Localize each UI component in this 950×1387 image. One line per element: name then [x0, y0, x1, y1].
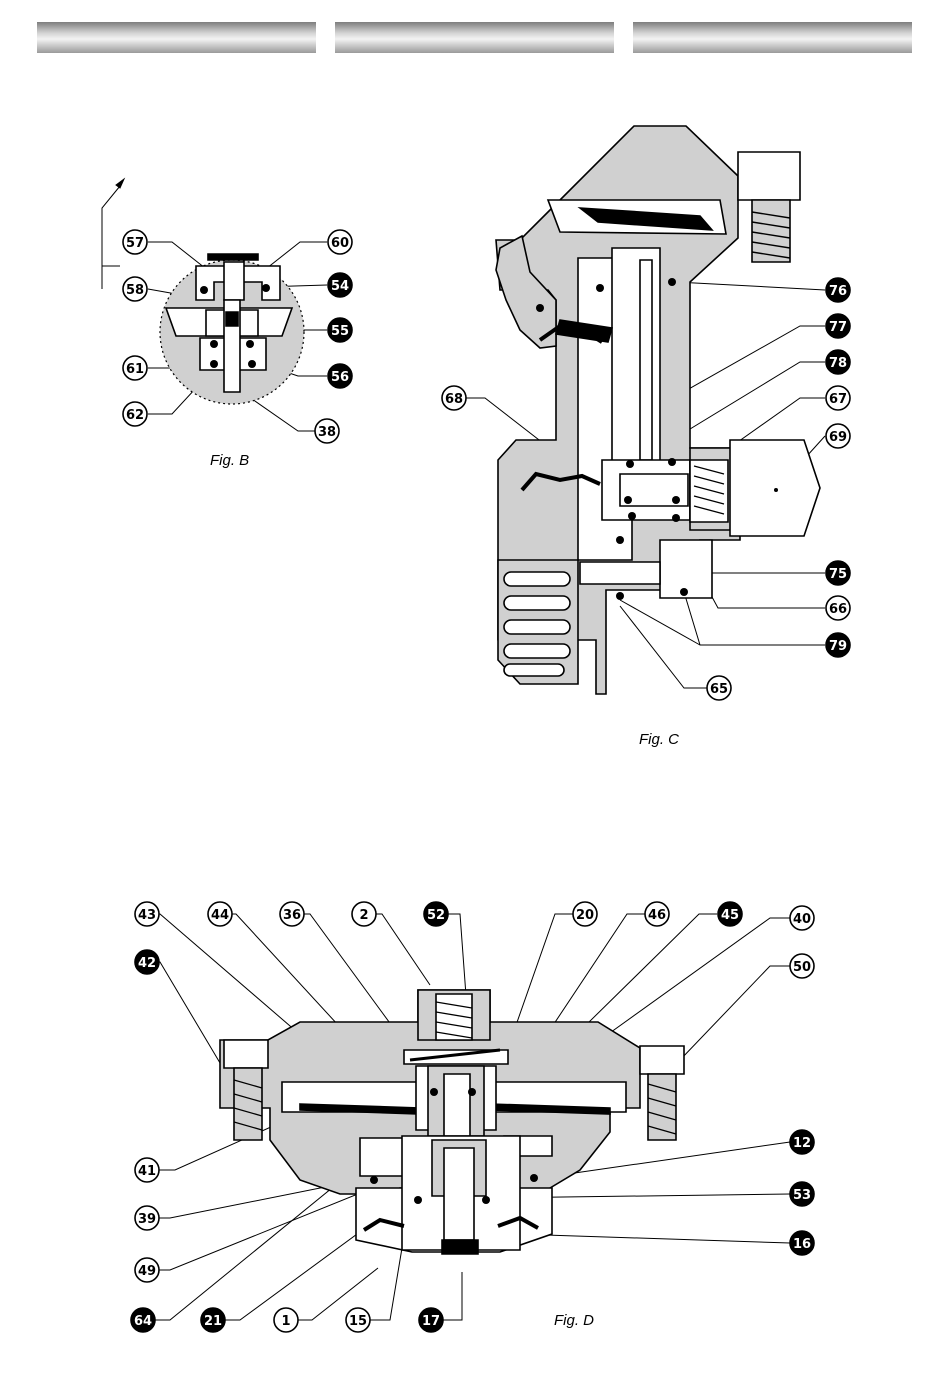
callout-42: 42 — [135, 950, 159, 974]
callout-1-label: 1 — [281, 1314, 290, 1329]
callout-40: 40 — [790, 906, 814, 930]
callout-67: 67 — [826, 386, 850, 410]
figure-d-caption: Fig. D — [554, 1312, 594, 1329]
callout-46-label: 46 — [648, 908, 666, 923]
callout-20-label: 20 — [576, 908, 594, 923]
callout-38-label: 38 — [318, 425, 336, 440]
callout-1: 1 — [274, 1308, 298, 1332]
callout-44: 44 — [208, 902, 232, 926]
callout-75-label: 75 — [829, 567, 847, 582]
callout-58-label: 58 — [126, 283, 144, 298]
callout-45: 45 — [718, 902, 742, 926]
callout-55-label: 55 — [331, 324, 349, 339]
figure-b-drawing — [160, 254, 304, 404]
callout-61: 61 — [123, 356, 147, 380]
callout-16-label: 16 — [793, 1237, 811, 1252]
callout-41: 41 — [135, 1158, 159, 1182]
callout-36: 36 — [280, 902, 304, 926]
callout-61-label: 61 — [126, 362, 144, 377]
callout-58: 58 — [123, 277, 147, 301]
callout-52: 52 — [424, 902, 448, 926]
callout-43-label: 43 — [138, 908, 156, 923]
callout-53-label: 53 — [793, 1188, 811, 1203]
callout-21-label: 21 — [204, 1314, 222, 1329]
callout-78-label: 78 — [829, 356, 847, 371]
callout-77: 77 — [826, 314, 850, 338]
callout-39-label: 39 — [138, 1212, 156, 1227]
callout-20: 20 — [573, 902, 597, 926]
callout-79: 79 — [826, 633, 850, 657]
callout-64-label: 64 — [134, 1314, 152, 1329]
callout-2: 2 — [352, 902, 376, 926]
callout-38: 38 — [315, 419, 339, 443]
callout-66-label: 66 — [829, 602, 847, 617]
callout-57-label: 57 — [126, 236, 144, 251]
callout-78: 78 — [826, 350, 850, 374]
callout-56: 56 — [328, 364, 352, 388]
callout-39: 39 — [135, 1206, 159, 1230]
figure-c-drawing — [496, 126, 820, 694]
callout-42-label: 42 — [138, 956, 156, 971]
callout-77-label: 77 — [829, 320, 847, 335]
callout-17-label: 17 — [422, 1314, 440, 1329]
figure-c-caption: Fig. C — [639, 731, 679, 748]
callout-41-label: 41 — [138, 1164, 156, 1179]
callout-62-label: 62 — [126, 408, 144, 423]
callout-79-label: 79 — [829, 639, 847, 654]
callout-17: 17 — [419, 1308, 443, 1332]
figure-b-caption: Fig. B — [210, 452, 249, 469]
callout-68-label: 68 — [445, 392, 463, 407]
callout-56-label: 56 — [331, 370, 349, 385]
callout-75: 75 — [826, 561, 850, 585]
callout-62: 62 — [123, 402, 147, 426]
callout-60-label: 60 — [331, 236, 349, 251]
callout-16: 16 — [790, 1231, 814, 1255]
callout-57: 57 — [123, 230, 147, 254]
callout-67-label: 67 — [829, 392, 847, 407]
callout-45-label: 45 — [721, 908, 739, 923]
callout-64: 64 — [131, 1308, 155, 1332]
callout-60: 60 — [328, 230, 352, 254]
callout-69-label: 69 — [829, 430, 847, 445]
callout-54: 54 — [328, 273, 352, 297]
callout-36-label: 36 — [283, 908, 301, 923]
callout-2-label: 2 — [359, 908, 368, 923]
callout-40-label: 40 — [793, 912, 811, 927]
callout-50-label: 50 — [793, 960, 811, 975]
callout-55: 55 — [328, 318, 352, 342]
callout-52-label: 52 — [427, 908, 445, 923]
callout-65: 65 — [707, 676, 731, 700]
callout-54-label: 54 — [331, 279, 349, 294]
callout-12: 12 — [790, 1130, 814, 1154]
callout-76-label: 76 — [829, 284, 847, 299]
callout-15: 15 — [346, 1308, 370, 1332]
callout-44-label: 44 — [211, 908, 229, 923]
callout-68: 68 — [442, 386, 466, 410]
callout-65-label: 65 — [710, 682, 728, 697]
callout-46: 46 — [645, 902, 669, 926]
callout-76: 76 — [826, 278, 850, 302]
callout-69: 69 — [826, 424, 850, 448]
callout-21: 21 — [201, 1308, 225, 1332]
callout-53: 53 — [790, 1182, 814, 1206]
callout-49-label: 49 — [138, 1264, 156, 1279]
callout-49: 49 — [135, 1258, 159, 1282]
callout-15-label: 15 — [349, 1314, 367, 1329]
callout-66: 66 — [826, 596, 850, 620]
callout-50: 50 — [790, 954, 814, 978]
callout-43: 43 — [135, 902, 159, 926]
callout-12-label: 12 — [793, 1136, 811, 1151]
